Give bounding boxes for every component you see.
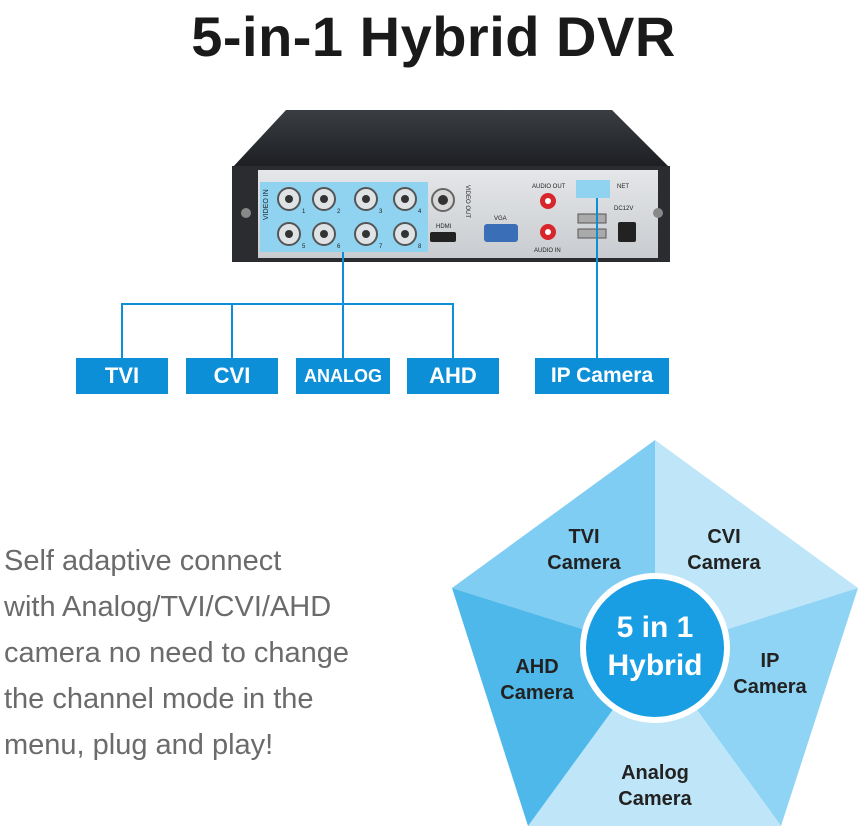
channel-number: 3 [379, 209, 383, 215]
vga-port-icon [484, 224, 518, 242]
dvr-illustration: VIDEO IN 1 2 3 4 5 6 7 8 VIDEO OUT HDMI VGA AUD… [121, 110, 670, 360]
channel-number: 6 [337, 244, 341, 250]
segment-label: Analog [621, 762, 689, 784]
hdmi-port-icon [430, 232, 456, 242]
segment-label: Camera [547, 552, 621, 574]
segment-analog [528, 652, 781, 826]
label-ahd: AHD [407, 358, 499, 394]
channel-number: 2 [337, 209, 341, 215]
description-text: Self adaptive connect with Analog/TVI/CV… [4, 538, 434, 768]
label-ip-camera: IP Camera [535, 358, 669, 394]
bnc-pin-icon [285, 230, 293, 238]
bnc-pin-icon [401, 230, 409, 238]
description-line: the channel mode in the [4, 683, 314, 715]
segment-label: Camera [500, 682, 574, 704]
power-jack-icon [618, 222, 636, 242]
bnc-pin-icon [362, 195, 370, 203]
dc-label: DC12V [614, 206, 633, 212]
dvr-top-case [232, 110, 670, 168]
segment-label: TVI [568, 526, 599, 548]
channel-number: 5 [302, 244, 306, 250]
description-line: camera no need to change [4, 637, 350, 669]
video-out-label: VIDEO OUT [464, 185, 470, 218]
usb-port-icon [577, 213, 607, 224]
channel-number: 1 [302, 209, 306, 215]
audio-out-label: AUDIO OUT [532, 184, 566, 190]
net-label: NET [617, 184, 629, 190]
channel-number: 7 [379, 244, 383, 250]
segment-label: Camera [733, 676, 807, 698]
bnc-pin-icon [285, 195, 293, 203]
center-label-line1: 5 in 1 [617, 611, 694, 644]
screw-icon [241, 208, 251, 218]
page-title: 5-in-1 Hybrid DVR [191, 5, 676, 68]
label-analog: ANALOG [296, 358, 390, 394]
channel-number: 8 [418, 244, 422, 250]
video-in-label: VIDEO IN [263, 189, 270, 220]
bnc-pin-icon [320, 230, 328, 238]
description-line: menu, plug and play! [4, 729, 274, 761]
bnc-pin-icon [362, 230, 370, 238]
center-circle [580, 573, 730, 723]
audio-in-label: AUDIO IN [534, 248, 561, 254]
description-line: Self adaptive connect [4, 545, 282, 577]
bnc-pin-icon [320, 195, 328, 203]
segment-label: IP [761, 650, 780, 672]
center-label-line2: Hybrid [607, 649, 702, 682]
label-tvi: TVI [76, 358, 168, 394]
channel-number: 4 [418, 209, 422, 215]
bnc-connectors: 1 2 3 4 5 6 7 8 [277, 187, 422, 250]
segment-label: Camera [618, 788, 692, 810]
segment-label: CVI [707, 526, 740, 548]
bnc-pin-icon [401, 195, 409, 203]
vga-label: VGA [494, 216, 507, 222]
segment-label: AHD [515, 656, 558, 678]
hdmi-label: HDMI [436, 224, 452, 230]
screw-icon [653, 208, 663, 218]
network-port-highlight [576, 180, 610, 198]
label-cvi: CVI [186, 358, 278, 394]
segment-label: Camera [687, 552, 761, 574]
description-line: with Analog/TVI/CVI/AHD [4, 591, 332, 623]
connector-lines [121, 198, 598, 360]
usb-port-icon [577, 228, 607, 239]
